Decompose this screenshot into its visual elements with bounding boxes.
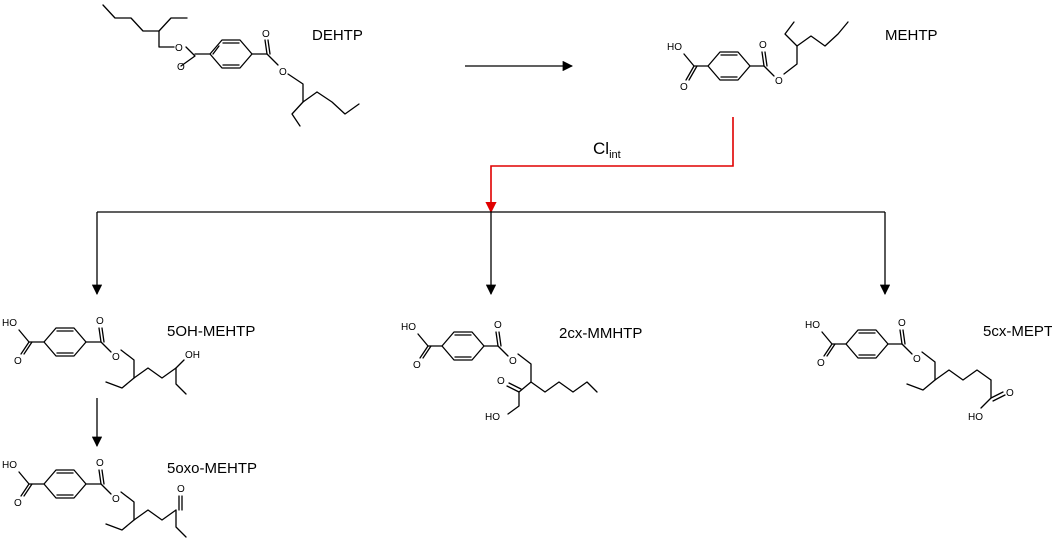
2cx-mmhtp-structure: HO O O O O HO xyxy=(401,320,598,423)
5cx-o-ester: O xyxy=(913,354,921,365)
5oxo-hydroxyl-acid: HO xyxy=(2,460,17,471)
5oxo-o-ester: O xyxy=(112,494,120,505)
dehtp-structure: O O O O xyxy=(102,4,360,127)
5oh-o-ester: O xyxy=(112,352,120,363)
5oxo-o-carbonyl: O xyxy=(96,458,104,469)
5oxo-o-ketone: O xyxy=(177,484,185,495)
label-mehtp: MEHTP xyxy=(885,27,938,44)
5cx-meptp-structure: HO O O O O HO xyxy=(805,318,1014,423)
2cx-o-acid: O xyxy=(413,360,421,371)
5cx-hydroxyl-2: HO xyxy=(968,412,983,423)
dehtp-o-carbonyl-1: O xyxy=(177,62,185,73)
5cx-o-acid-2: O xyxy=(1006,388,1014,399)
5oh-o-carbonyl: O xyxy=(96,316,104,327)
dehtp-o-carbonyl-2: O xyxy=(262,29,270,40)
2cx-hydroxyl-2: HO xyxy=(485,412,500,423)
5oxo-mehtp-structure: HO O O O O xyxy=(2,458,187,538)
mehtp-o-acid: O xyxy=(680,82,688,93)
dehtp-o-ester-1: O xyxy=(175,43,183,54)
mehtp-o-carbonyl: O xyxy=(759,40,767,51)
5oh-o-acid: O xyxy=(14,356,22,367)
label-2cx-mmhtp: 2cx-MMHTP xyxy=(559,325,642,342)
mehtp-o-ester: O xyxy=(775,76,783,87)
label-dehtp: DEHTP xyxy=(312,27,363,44)
clint-arrow xyxy=(485,117,734,214)
5oxo-o-acid: O xyxy=(14,498,22,509)
5oh-mehtp-structure: HO O O O OH xyxy=(2,316,200,395)
5cx-o-carbonyl: O xyxy=(898,318,906,329)
2cx-o-acid-2: O xyxy=(497,376,505,387)
5oh-hydroxyl: OH xyxy=(185,350,200,361)
clint-label: Clint xyxy=(593,139,621,161)
5cx-o-acid: O xyxy=(817,358,825,369)
2cx-o-carbonyl: O xyxy=(494,320,502,331)
dehtp-o-ester-2: O xyxy=(279,67,287,78)
mehtp-hydroxyl: HO xyxy=(667,42,682,53)
label-5oh-mehtp: 5OH-MEHTP xyxy=(167,323,255,340)
5cx-hydroxyl-acid: HO xyxy=(805,320,820,331)
label-5oxo-mehtp: 5oxo-MEHTP xyxy=(167,460,257,477)
2cx-o-ester: O xyxy=(509,356,517,367)
5oh-hydroxyl-acid: HO xyxy=(2,318,17,329)
mehtp-structure: HO O O O xyxy=(667,21,849,93)
clint-base: Cl xyxy=(593,139,609,158)
clint-subscript: int xyxy=(609,149,621,161)
label-5cx-meptp: 5cx-MEPTP xyxy=(983,323,1052,340)
2cx-hydroxyl-acid: HO xyxy=(401,322,416,333)
